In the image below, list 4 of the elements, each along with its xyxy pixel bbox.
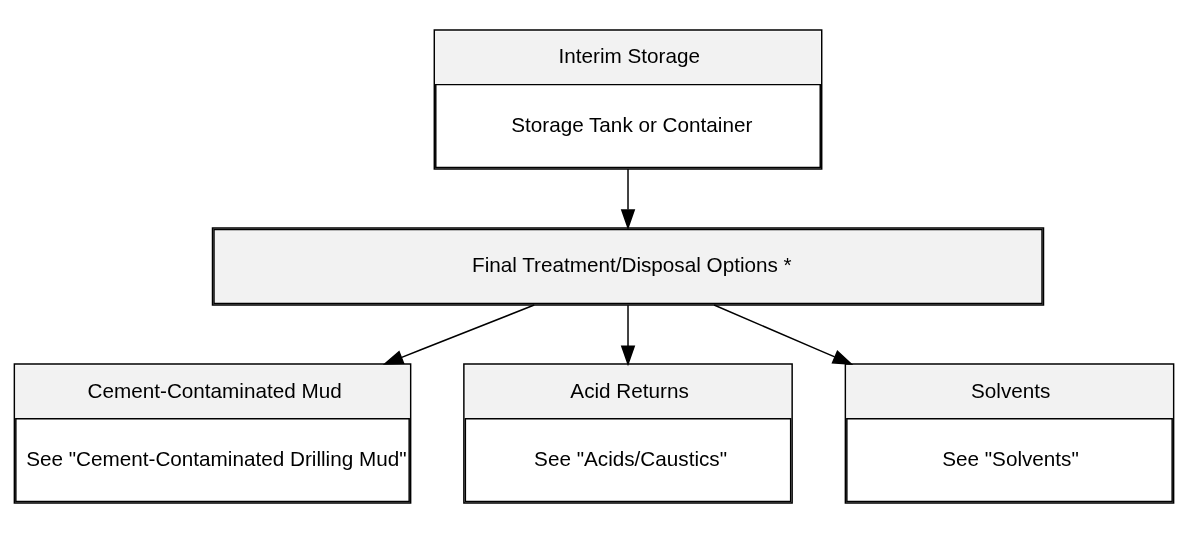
- arrow: [382, 304, 535, 365]
- arrow: [713, 304, 854, 365]
- arrow: [620, 304, 636, 367]
- arrow: [620, 168, 636, 230]
